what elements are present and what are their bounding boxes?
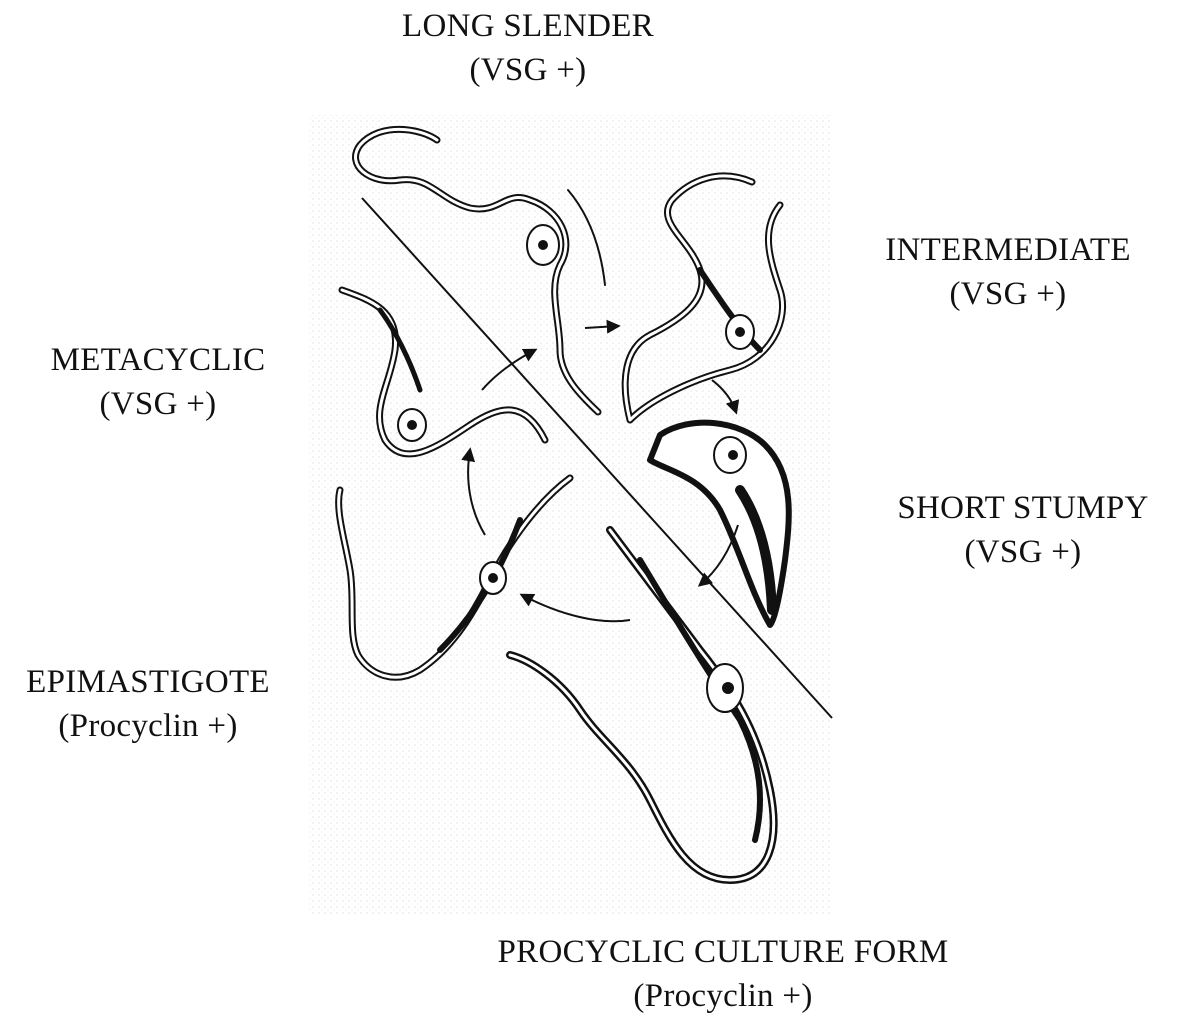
- label-epimastigote: EPIMASTIGOTE (Procyclin +): [0, 660, 296, 748]
- stage-name-metacyclic: METACYCLIC: [18, 338, 298, 382]
- label-short-stumpy: SHORT STUMPY (VSG +): [868, 486, 1178, 574]
- stage-name-epimastigote: EPIMASTIGOTE: [0, 660, 296, 704]
- label-metacyclic: METACYCLIC (VSG +): [18, 338, 298, 426]
- label-procyclic: PROCYCLIC CULTURE FORM (Procyclin +): [448, 930, 998, 1018]
- stage-marker-metacyclic: (VSG +): [18, 382, 298, 426]
- label-long-slender: LONG SLENDER (VSG +): [378, 4, 678, 92]
- stage-name-short-stumpy: SHORT STUMPY: [868, 486, 1178, 530]
- stage-name-procyclic: PROCYCLIC CULTURE FORM: [448, 930, 998, 974]
- label-intermediate: INTERMEDIATE (VSG +): [858, 228, 1158, 316]
- stage-marker-long-slender: (VSG +): [378, 48, 678, 92]
- stage-marker-short-stumpy: (VSG +): [868, 530, 1178, 574]
- stage-marker-epimastigote: (Procyclin +): [0, 704, 296, 748]
- stage-marker-intermediate: (VSG +): [858, 272, 1158, 316]
- stage-name-long-slender: LONG SLENDER: [378, 4, 678, 48]
- stage-name-intermediate: INTERMEDIATE: [858, 228, 1158, 272]
- stage-marker-procyclic: (Procyclin +): [448, 974, 998, 1018]
